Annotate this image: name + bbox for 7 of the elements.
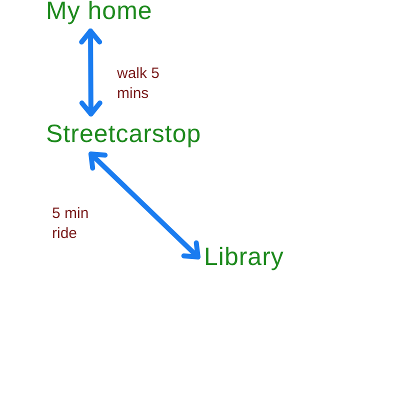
edge-label: walk 5 mins [117,64,161,104]
place-label: My home [46,0,152,25]
place-label: Library [204,243,284,271]
edge-label: 5 min ride [52,204,90,244]
double-arrow [79,28,102,116]
double-arrow [88,152,200,260]
place-label: Streetcarstop [46,120,202,148]
